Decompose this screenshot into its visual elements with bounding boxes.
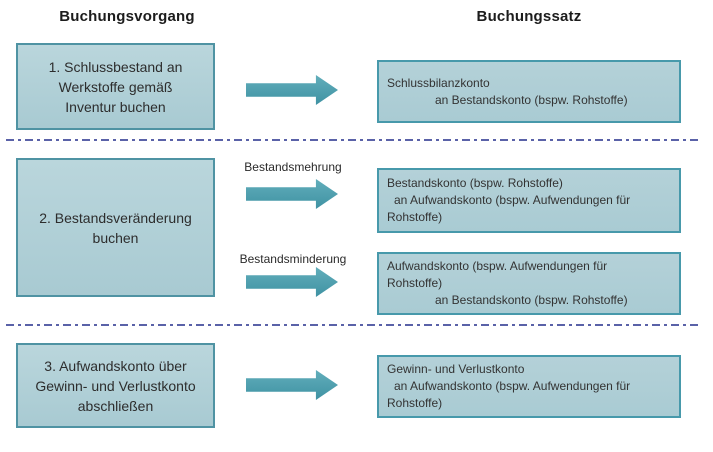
arrow-label-bestandsminderung: Bestandsminderung bbox=[239, 252, 347, 266]
journal-entry-box-2a: Bestandskonto (bspw. Rohstoffe) an Aufwa… bbox=[377, 168, 681, 233]
step-3-line: abschließen bbox=[77, 397, 154, 414]
arrow-right-icon bbox=[246, 74, 338, 106]
column-header-buchungssatz: Buchungssatz bbox=[476, 8, 582, 25]
step-2-line: 2. Bestandsveränderung bbox=[39, 209, 192, 226]
column-header-buchungsvorgang: Buchungsvorgang bbox=[59, 8, 195, 25]
arrow-right-icon bbox=[246, 178, 338, 210]
entry-line: Rohstoffe) bbox=[387, 210, 443, 224]
arrow-right-icon bbox=[246, 369, 338, 401]
step-1-line: 1. Schlussbestand an bbox=[48, 58, 183, 75]
step-1-line: Inventur buchen bbox=[65, 98, 166, 115]
entry-line: Schlussbilanzkonto bbox=[387, 75, 490, 90]
arrow-right-icon bbox=[246, 266, 338, 298]
entry-line: an Bestandskonto (bspw. Rohstoffe) bbox=[435, 92, 628, 107]
arrow-label-bestandsmehrung: Bestandsmehrung bbox=[244, 160, 342, 174]
entry-line: an Bestandskonto (bspw. Rohstoffe) bbox=[435, 293, 628, 307]
journal-entry-box-3: Gewinn- und Verlustkonto an Aufwandskont… bbox=[377, 355, 681, 418]
step-3-line: Gewinn- und Verlustkonto bbox=[35, 377, 196, 394]
step-2-line: buchen bbox=[92, 229, 139, 246]
entry-line: Rohstoffe) bbox=[387, 276, 443, 290]
step-box-1: 1. Schlussbestand an Werkstoffe gemäß In… bbox=[16, 43, 215, 130]
entry-line: Bestandskonto (bspw. Rohstoffe) bbox=[387, 176, 563, 190]
journal-entry-box-1: Schlussbilanzkonto an Bestandskonto (bsp… bbox=[377, 60, 681, 123]
step-box-2: 2. Bestandsveränderung buchen bbox=[16, 158, 215, 297]
journal-entry-box-2b: Aufwandskonto (bspw. Aufwendungen für Ro… bbox=[377, 252, 681, 315]
entry-line: an Aufwandskonto (bspw. Aufwendungen für bbox=[394, 193, 631, 207]
section-divider bbox=[6, 324, 700, 326]
entry-line: Aufwandskonto (bspw. Aufwendungen für bbox=[387, 259, 608, 273]
step-3-line: 3. Aufwandskonto über bbox=[44, 357, 187, 374]
entry-line: an Aufwandskonto (bspw. Aufwendungen für bbox=[394, 379, 631, 393]
entry-line: Gewinn- und Verlustkonto bbox=[387, 362, 525, 376]
entry-line: Rohstoffe) bbox=[387, 396, 443, 410]
section-divider bbox=[6, 139, 700, 141]
step-1-line: Werkstoffe gemäß bbox=[58, 78, 173, 95]
step-box-3: 3. Aufwandskonto über Gewinn- und Verlus… bbox=[16, 343, 215, 428]
